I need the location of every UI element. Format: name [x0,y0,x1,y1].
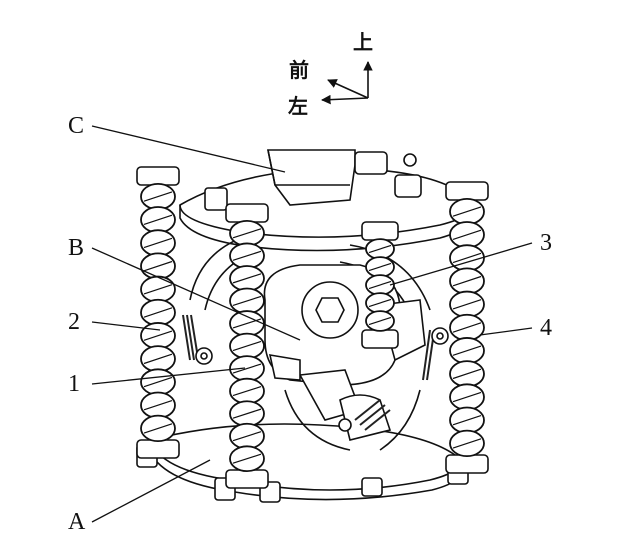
spring-coil-line [452,322,482,333]
spring-coil-line [452,206,482,217]
spring-coil-line [143,423,173,434]
label-left: 左 [288,94,308,118]
spring-coil-line [232,386,262,397]
spring-left-back [136,166,180,459]
spring-coil-line [232,273,262,284]
spring-coil-line [452,415,482,426]
callout-1: 1 [68,371,80,397]
pivot-pins [195,327,449,432]
spring-coil-line [143,376,173,388]
spring-coil-line [143,237,173,249]
spring-coil-line [143,400,173,411]
spring-coil-line [143,353,173,365]
spring-coil-line [143,330,173,341]
callout-c: C [68,113,85,139]
spring-coil-line [368,280,392,290]
spring-coil-line [452,368,482,380]
hatch-marks [182,314,435,431]
central-hub-b [263,264,426,441]
spring-coil-line [143,284,173,295]
callout-a: A [68,509,86,535]
spring-coil-line [452,345,482,356]
spring-cap [136,166,180,186]
spring-coil-line [452,229,482,240]
spring-coil-line [452,299,482,310]
spring-coil-line [232,363,262,374]
callout-2: 2 [68,309,80,335]
spring-coil-line [368,316,392,326]
spring-coil-line [143,260,173,272]
spring-coil-line [368,262,392,272]
spring-cap [445,454,489,474]
spring-cap [225,469,269,489]
spring-coil-line [232,250,262,261]
spring-coil-line [232,340,262,352]
spring-coil-line [143,191,173,202]
spring-cap [361,221,399,241]
spring-right-front [445,181,489,474]
spring-coil-line [143,214,173,225]
spring-cap [361,329,399,349]
orientation-arrows [321,61,373,105]
spring-left-front [225,203,269,489]
spring-coil-line [232,431,262,442]
spring-right-back [361,221,399,349]
spring-coil-line [368,244,392,254]
base-plate-a [136,423,469,503]
label-up: 上 [353,30,373,54]
callout-b: B [68,235,85,261]
spring-cap [136,439,180,459]
callout-4: 4 [540,315,552,341]
spring-coil-line [452,275,482,287]
spring-coil-line [452,391,482,403]
label-front: 前 [289,58,309,82]
spring-coil-line [143,307,173,318]
spring-coil-line [232,408,262,419]
spring-cap [225,203,269,223]
spring-coil-line [232,453,262,464]
spring-coil-line [452,252,482,264]
spring-coil-line [368,298,392,308]
spring-coil-line [232,228,262,239]
callout-3: 3 [540,230,552,256]
top-plate-c [179,149,474,252]
spring-coil-line [232,295,262,306]
spring-cap [445,181,489,201]
leader-lines [91,125,533,523]
spring-coil-line [452,438,482,449]
